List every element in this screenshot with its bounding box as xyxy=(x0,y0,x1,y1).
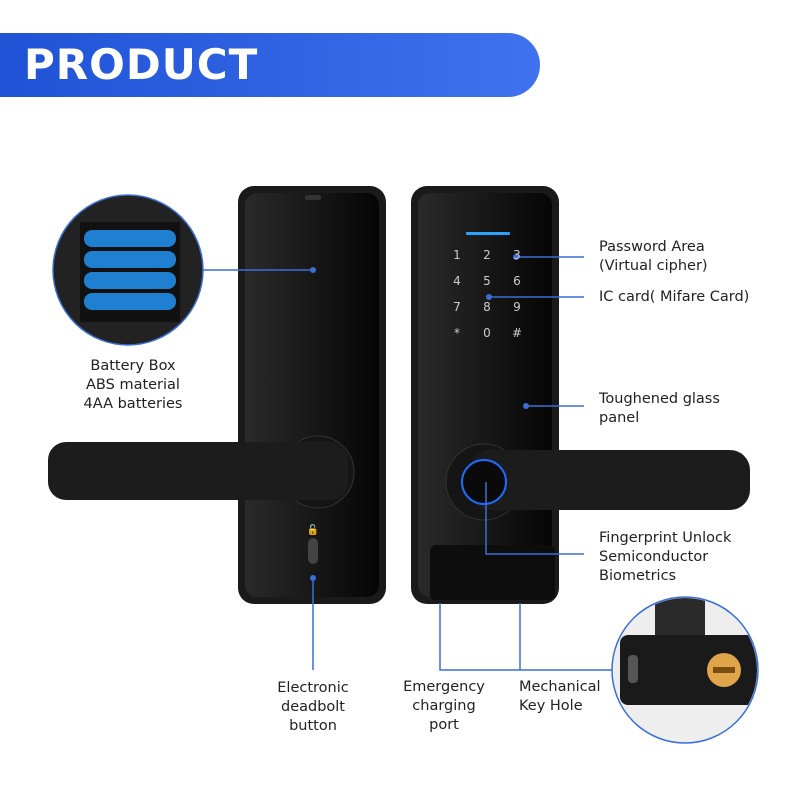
key-9[interactable]: 9 xyxy=(513,300,521,314)
page-title-banner: PRODUCT STRUCTURE xyxy=(0,33,540,153)
fingerprint-line-2: Semiconductor xyxy=(599,549,709,565)
status-light xyxy=(466,232,510,235)
glass-line-1: Toughened glass xyxy=(599,391,720,407)
deadbolt-line-3: button xyxy=(289,718,337,734)
keyhole-line-1: Mechanical xyxy=(519,679,601,695)
key-6[interactable]: 6 xyxy=(513,274,521,288)
fingerprint-sensor xyxy=(461,459,507,505)
keyhole-line-2: Key Hole xyxy=(519,698,583,714)
key-8[interactable]: 8 xyxy=(483,300,491,314)
password-line-1: Password Area xyxy=(599,239,705,255)
lock-icon: 🔓 xyxy=(307,523,319,536)
battery-box-image xyxy=(80,222,180,322)
key-star[interactable]: * xyxy=(454,326,460,340)
page-title: PRODUCT STRUCTURE xyxy=(24,40,313,153)
key-4[interactable]: 4 xyxy=(453,274,461,288)
keyhole-image xyxy=(620,598,757,705)
deadbolt-label: Electronic deadbolt button xyxy=(258,679,368,736)
fingerprint-line-1: Fingerprint Unlock xyxy=(599,530,732,546)
key-hash[interactable]: # xyxy=(511,326,523,340)
key-7[interactable]: 7 xyxy=(453,300,461,314)
key-0[interactable]: 0 xyxy=(483,326,491,340)
key-5[interactable]: 5 xyxy=(483,274,491,288)
charging-line-2: charging xyxy=(412,698,476,714)
glass-label: Toughened glass panel xyxy=(599,390,720,428)
ic-card-label: IC card( Mifare Card) xyxy=(599,289,750,305)
fingerprint-line-3: Biometrics xyxy=(599,568,677,584)
charging-port-label: Emergency charging port xyxy=(389,678,499,735)
key-2[interactable]: 2 xyxy=(483,248,491,262)
deadbolt-line-2: deadbolt xyxy=(280,699,345,715)
keypad: 1 2 3 4 5 6 7 8 9 * 0 # xyxy=(442,248,532,340)
deadbolt-line-1: Electronic xyxy=(277,680,349,696)
password-label: Password Area (Virtual cipher) xyxy=(599,238,708,276)
charging-line-3: port xyxy=(429,717,459,733)
front-lock-body xyxy=(411,186,750,604)
battery-line-2: ABS material xyxy=(86,377,180,393)
battery-line-1: Battery Box xyxy=(90,358,176,374)
deadbolt-button xyxy=(308,538,318,564)
leader-lines xyxy=(203,256,612,671)
glass-line-2: panel xyxy=(599,410,640,426)
battery-line-3: 4AA batteries xyxy=(83,396,183,412)
key-3[interactable]: 3 xyxy=(513,248,521,262)
password-line-2: (Virtual cipher) xyxy=(599,258,708,274)
back-lock-body: 🔓 xyxy=(48,186,386,604)
key-1[interactable]: 1 xyxy=(453,248,461,262)
charging-line-1: Emergency xyxy=(403,679,485,695)
